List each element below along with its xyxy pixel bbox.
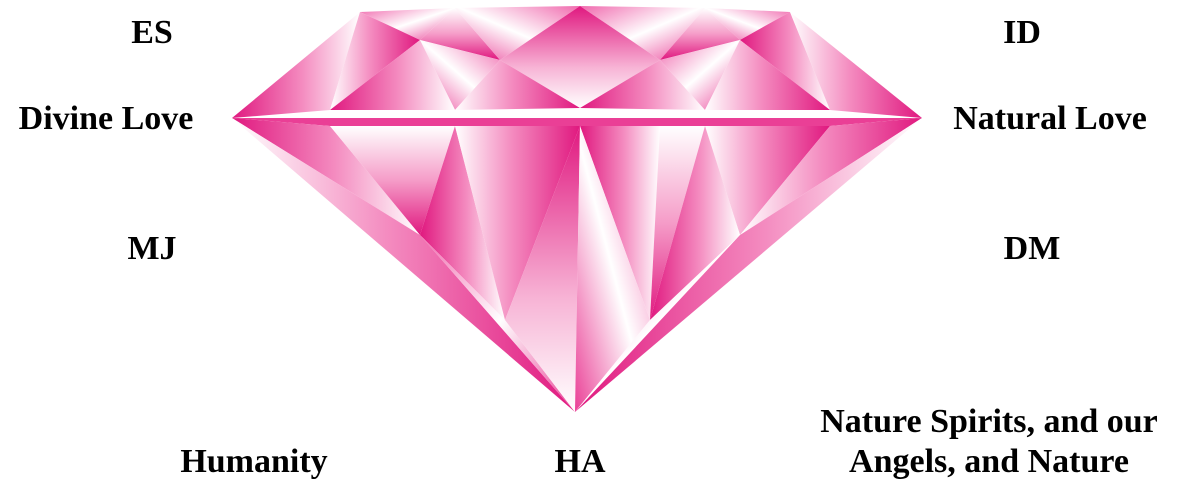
label-id: ID [1003, 14, 1041, 52]
girdle [232, 118, 922, 126]
label-humanity: Humanity [180, 443, 327, 481]
label-es: ES [131, 14, 173, 52]
label-mj: MJ [127, 230, 176, 268]
label-nature-spirits: Nature Spirits, and our Angels, and Natu… [820, 402, 1158, 482]
label-natural-love: Natural Love [953, 100, 1147, 138]
label-nature-spirits-line2: Angels, and Nature [820, 442, 1158, 482]
diamond-gem [232, 6, 922, 412]
label-divine-love: Divine Love [19, 100, 194, 138]
label-ha: HA [555, 443, 606, 481]
label-nature-spirits-line1: Nature Spirits, and our [820, 402, 1158, 442]
label-dm: DM [1004, 230, 1061, 268]
